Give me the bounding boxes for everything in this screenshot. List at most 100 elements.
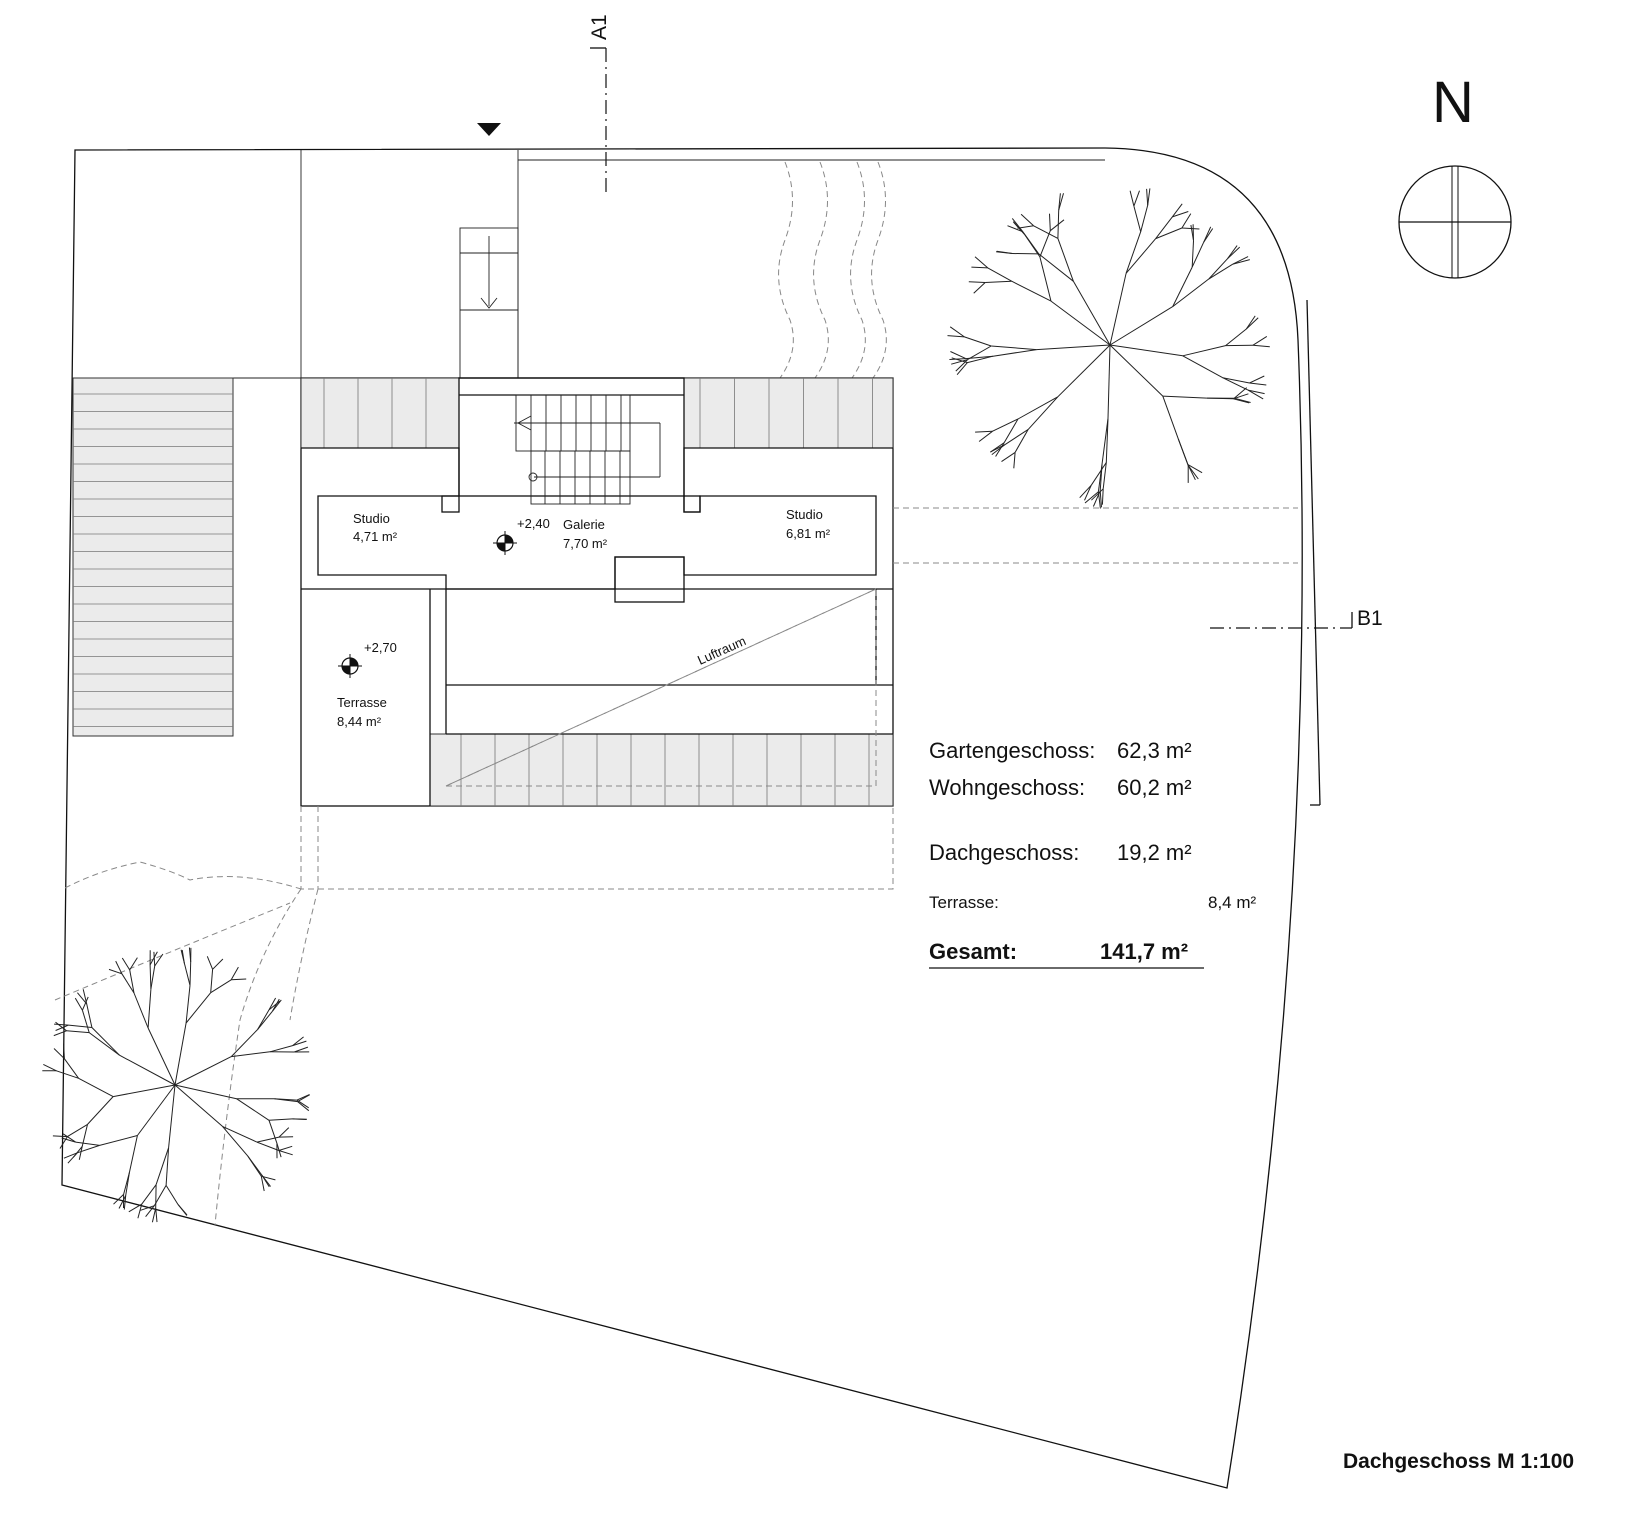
tree-branch <box>91 1027 120 1056</box>
tree-branch <box>990 443 1006 453</box>
tree-branch <box>268 1120 278 1144</box>
tree-branch <box>1057 210 1060 239</box>
tree-branch <box>1109 344 1183 357</box>
tree-branch <box>123 1172 130 1195</box>
tree-branch <box>985 280 1012 283</box>
tree-branch <box>1125 238 1157 274</box>
area-value: 19,2 m² <box>1117 840 1192 865</box>
tree-branch <box>1234 397 1251 403</box>
tree-branch <box>81 996 89 1011</box>
tree-branch <box>955 359 968 372</box>
tree-branch <box>992 418 1019 432</box>
tree-branch <box>257 1010 273 1030</box>
north-symbol <box>1398 165 1512 279</box>
tree-branch <box>210 969 214 993</box>
tree-branch <box>1225 328 1247 346</box>
tree-branch <box>149 964 152 990</box>
roof-tiles-top-right <box>683 377 894 449</box>
tree-branch <box>222 1125 258 1143</box>
tree-branch <box>971 266 988 269</box>
tree-branch <box>1147 188 1151 206</box>
tree-branch <box>236 1098 270 1121</box>
tree-branch <box>1181 213 1192 229</box>
tree-branch <box>66 1030 90 1034</box>
tree-branch <box>121 957 131 971</box>
tree-branch <box>1233 398 1250 404</box>
tree-branch <box>1162 395 1207 399</box>
tree-branch <box>165 1147 170 1186</box>
tree-branch <box>268 1118 293 1121</box>
tree-branch <box>81 1010 90 1033</box>
tree-branch <box>1109 344 1164 397</box>
tree-branch <box>137 1204 143 1219</box>
tree-branch <box>1003 418 1019 443</box>
tree-branch <box>1245 315 1256 330</box>
tree-branch <box>87 1096 114 1125</box>
tree-branch <box>1208 263 1234 280</box>
tree-branch <box>1190 224 1194 241</box>
path-line <box>871 161 887 379</box>
tree-branch <box>278 1150 293 1156</box>
tree-branch <box>68 1024 92 1028</box>
tree-branch <box>1162 395 1179 440</box>
tree-branch <box>1092 490 1101 507</box>
tree-branch <box>1191 240 1194 268</box>
room-area-studio-left: 4,71 m² <box>353 529 398 544</box>
tree-bottom-left <box>42 947 311 1223</box>
path-line <box>813 161 829 379</box>
tree-branch <box>292 1118 307 1120</box>
tree-branch <box>63 1152 78 1159</box>
tree-branch <box>973 282 986 294</box>
area-value: 62,3 m² <box>1117 738 1192 763</box>
tree-branch <box>268 997 277 1011</box>
tree-branch <box>1038 253 1074 282</box>
area-summary: Gartengeschoss: 62,3 m² Wohngeschoss: 60… <box>929 738 1257 969</box>
tree-branch <box>1001 451 1016 463</box>
tree-branch <box>968 281 986 283</box>
tree-branch <box>1084 485 1092 501</box>
tree-branch <box>1172 266 1193 307</box>
tree-branch <box>147 989 152 1029</box>
tree-branch <box>165 1185 179 1205</box>
tree-branch <box>950 351 967 360</box>
tree-branch <box>1109 273 1127 346</box>
garden-path <box>54 902 291 1001</box>
tree-branch <box>1099 490 1102 508</box>
tree-branch <box>62 1133 76 1143</box>
tree-branch <box>292 1040 307 1047</box>
tree-branch <box>230 1029 258 1057</box>
path-line <box>778 161 794 379</box>
tree-branch <box>113 1084 176 1098</box>
room-name-terrasse: Terrasse <box>337 695 387 710</box>
tree-branch <box>1146 188 1149 206</box>
room-area-terrasse: 8,44 m² <box>337 714 382 729</box>
void-label: Luftraum <box>695 633 748 668</box>
main-stair <box>514 394 661 505</box>
tree-branch <box>141 1184 157 1205</box>
tree-branch <box>260 1176 265 1192</box>
tree-branch <box>256 1136 280 1143</box>
level-value-terrasse: +2,70 <box>364 640 397 655</box>
tree-branch <box>174 1084 237 1100</box>
tree-branch <box>1247 389 1264 400</box>
tree-branch <box>268 1000 281 1011</box>
garden-path <box>289 888 319 1021</box>
tree-branch <box>992 349 1037 357</box>
garden-path <box>64 861 302 890</box>
area-value: 8,4 m² <box>1208 893 1257 912</box>
tree-branch <box>75 1141 100 1146</box>
tree-branch <box>74 997 83 1011</box>
tree-branch <box>1249 382 1267 386</box>
tree-branch <box>1091 488 1104 501</box>
tree-branch <box>1013 452 1016 469</box>
tree-branch <box>86 1003 93 1028</box>
tree-branch <box>99 1135 138 1146</box>
tree-branch <box>1172 278 1210 307</box>
level-value-galerie: +2,40 <box>517 516 550 531</box>
tree-branch <box>256 1141 279 1151</box>
tree-branch <box>1107 344 1111 419</box>
path-line <box>850 161 866 379</box>
tree-branch <box>1057 238 1074 282</box>
tree-branch <box>271 998 280 1012</box>
tree-branch <box>1129 190 1135 207</box>
